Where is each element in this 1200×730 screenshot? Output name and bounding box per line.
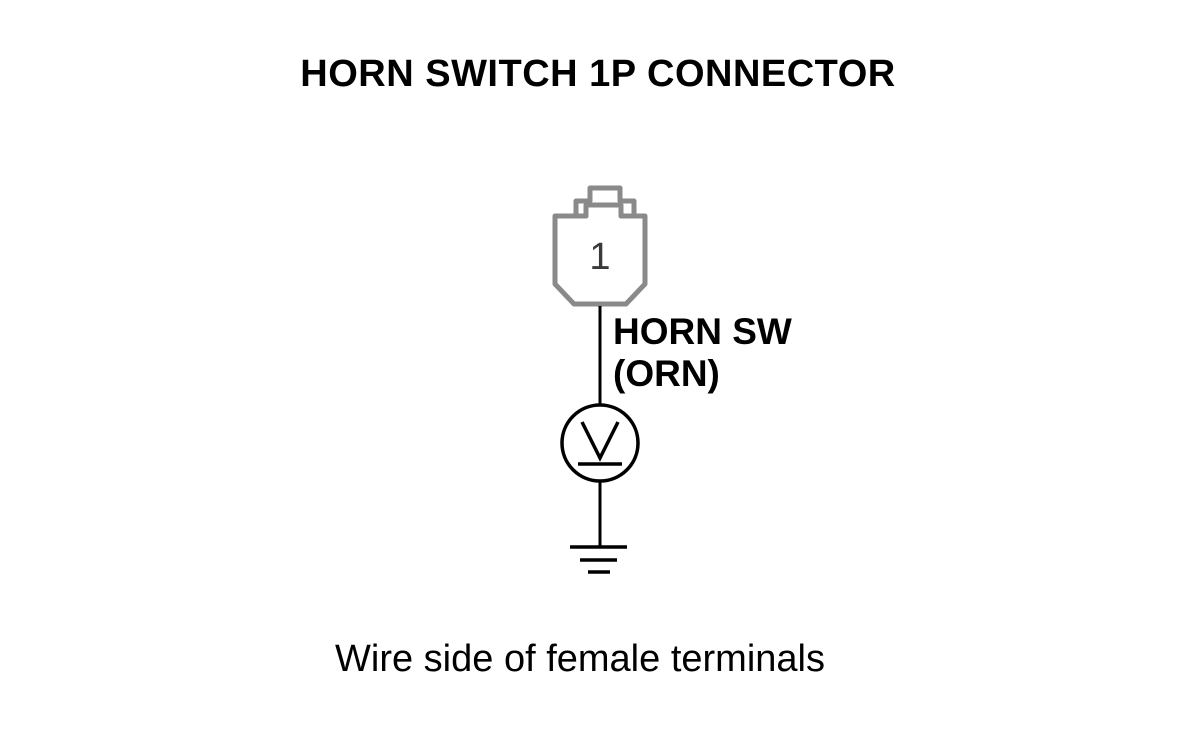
- wire-color-code: (ORN): [613, 353, 720, 394]
- connector-housing-icon: [552, 185, 648, 307]
- ground-icon: [570, 545, 627, 574]
- terminal-number: 1: [589, 236, 610, 278]
- wire-name: HORN SW: [613, 311, 792, 352]
- diagram-caption: Wire side of female terminals: [335, 638, 825, 680]
- diagram-title: HORN SWITCH 1P CONNECTOR: [300, 53, 896, 95]
- wire-label: HORN SW (ORN): [613, 311, 792, 395]
- voltmeter-icon: [560, 403, 640, 483]
